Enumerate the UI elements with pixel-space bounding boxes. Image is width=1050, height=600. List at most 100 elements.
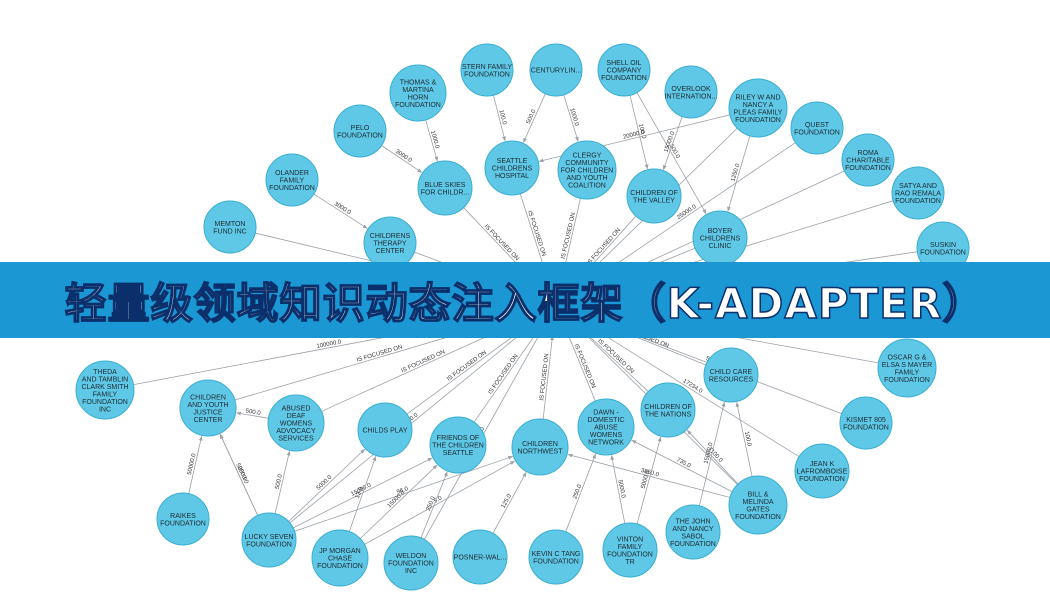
node-circle[interactable]: [528, 529, 584, 585]
edge-label: IS FOCUSED ON: [586, 227, 622, 266]
node-circle[interactable]: [703, 347, 759, 403]
node-childs_play[interactable]: CHILDS PLAY: [357, 402, 413, 458]
node-circle[interactable]: [241, 512, 297, 568]
node-label: CHILDRENS: [492, 166, 533, 173]
node-label: DAWN -: [593, 410, 619, 417]
node-circle[interactable]: [389, 64, 447, 122]
node-label: FOUNDATION: [601, 75, 647, 82]
edge-label: 1250.0: [731, 162, 742, 182]
node-circle[interactable]: [790, 101, 844, 155]
node-circle[interactable]: [529, 43, 583, 97]
edge-jeank-center: [581, 321, 800, 458]
node-label: FOUNDATION: [884, 377, 930, 384]
node-label: THEDA: [93, 369, 117, 376]
node-circle[interactable]: [417, 160, 473, 216]
node-circle[interactable]: [839, 396, 893, 450]
node-circle[interactable]: [665, 504, 721, 560]
node-circle[interactable]: [877, 338, 937, 398]
edge-olander-therapy: [313, 193, 368, 229]
node-circle[interactable]: [728, 78, 788, 138]
node-circle[interactable]: [557, 140, 617, 200]
node-circle[interactable]: [156, 492, 210, 546]
node-label: FOUNDATION: [395, 102, 441, 109]
node-circle[interactable]: [841, 133, 895, 187]
node-label: FOUNDATION: [843, 424, 889, 431]
node-circle[interactable]: [728, 475, 788, 535]
node-circle[interactable]: [626, 168, 682, 224]
node-circle[interactable]: [460, 43, 514, 97]
node-circle[interactable]: [311, 529, 369, 587]
node-circle[interactable]: [511, 418, 569, 476]
node-label: BLUE SKIES: [425, 182, 466, 189]
node-circle[interactable]: [203, 200, 257, 254]
node-circle[interactable]: [267, 394, 325, 452]
edge-label: IS FOCUSED ON: [561, 212, 577, 259]
node-circle[interactable]: [452, 529, 508, 585]
edge-weldon-friends: [420, 471, 448, 539]
node-label: STERN FAMILY: [462, 64, 512, 71]
node-label: NORTHWEST: [518, 448, 564, 455]
node-circle[interactable]: [383, 535, 439, 591]
edge-stern-seattle_hosp: [493, 95, 506, 142]
edge-label: 96.0: [396, 486, 410, 496]
node-circle[interactable]: [265, 153, 319, 207]
node-label: AND YOUTH: [566, 175, 607, 182]
node-circle[interactable]: [75, 360, 135, 420]
node-label: PLEAS FAMILY: [734, 109, 783, 116]
node-label: CHILDRENS: [700, 236, 741, 243]
node-circle[interactable]: [664, 65, 718, 119]
node-label: ELSA S MAYER: [882, 362, 932, 369]
node-circle[interactable]: [333, 104, 387, 158]
node-circle[interactable]: [429, 416, 487, 474]
node-posner[interactable]: POSNER-WAL...: [452, 529, 508, 585]
node-label: CHILDS PLAY: [363, 428, 408, 435]
node-label: SUSKIN: [930, 242, 956, 249]
node-circle[interactable]: [602, 522, 658, 578]
node-circle[interactable]: [640, 382, 696, 438]
node-centurylink[interactable]: CENTURYLIN...: [529, 43, 583, 97]
node-overlook[interactable]: OVERLOOKINTERNATION...: [664, 65, 718, 119]
node-circle[interactable]: [179, 379, 237, 437]
node-circle[interactable]: [597, 43, 651, 97]
node-circle[interactable]: [794, 443, 850, 499]
node-circle[interactable]: [577, 398, 635, 456]
node-circle[interactable]: [357, 402, 413, 458]
node-label: AND YOUTH: [187, 402, 228, 409]
node-circle[interactable]: [484, 140, 540, 196]
node-circle[interactable]: [891, 166, 945, 220]
